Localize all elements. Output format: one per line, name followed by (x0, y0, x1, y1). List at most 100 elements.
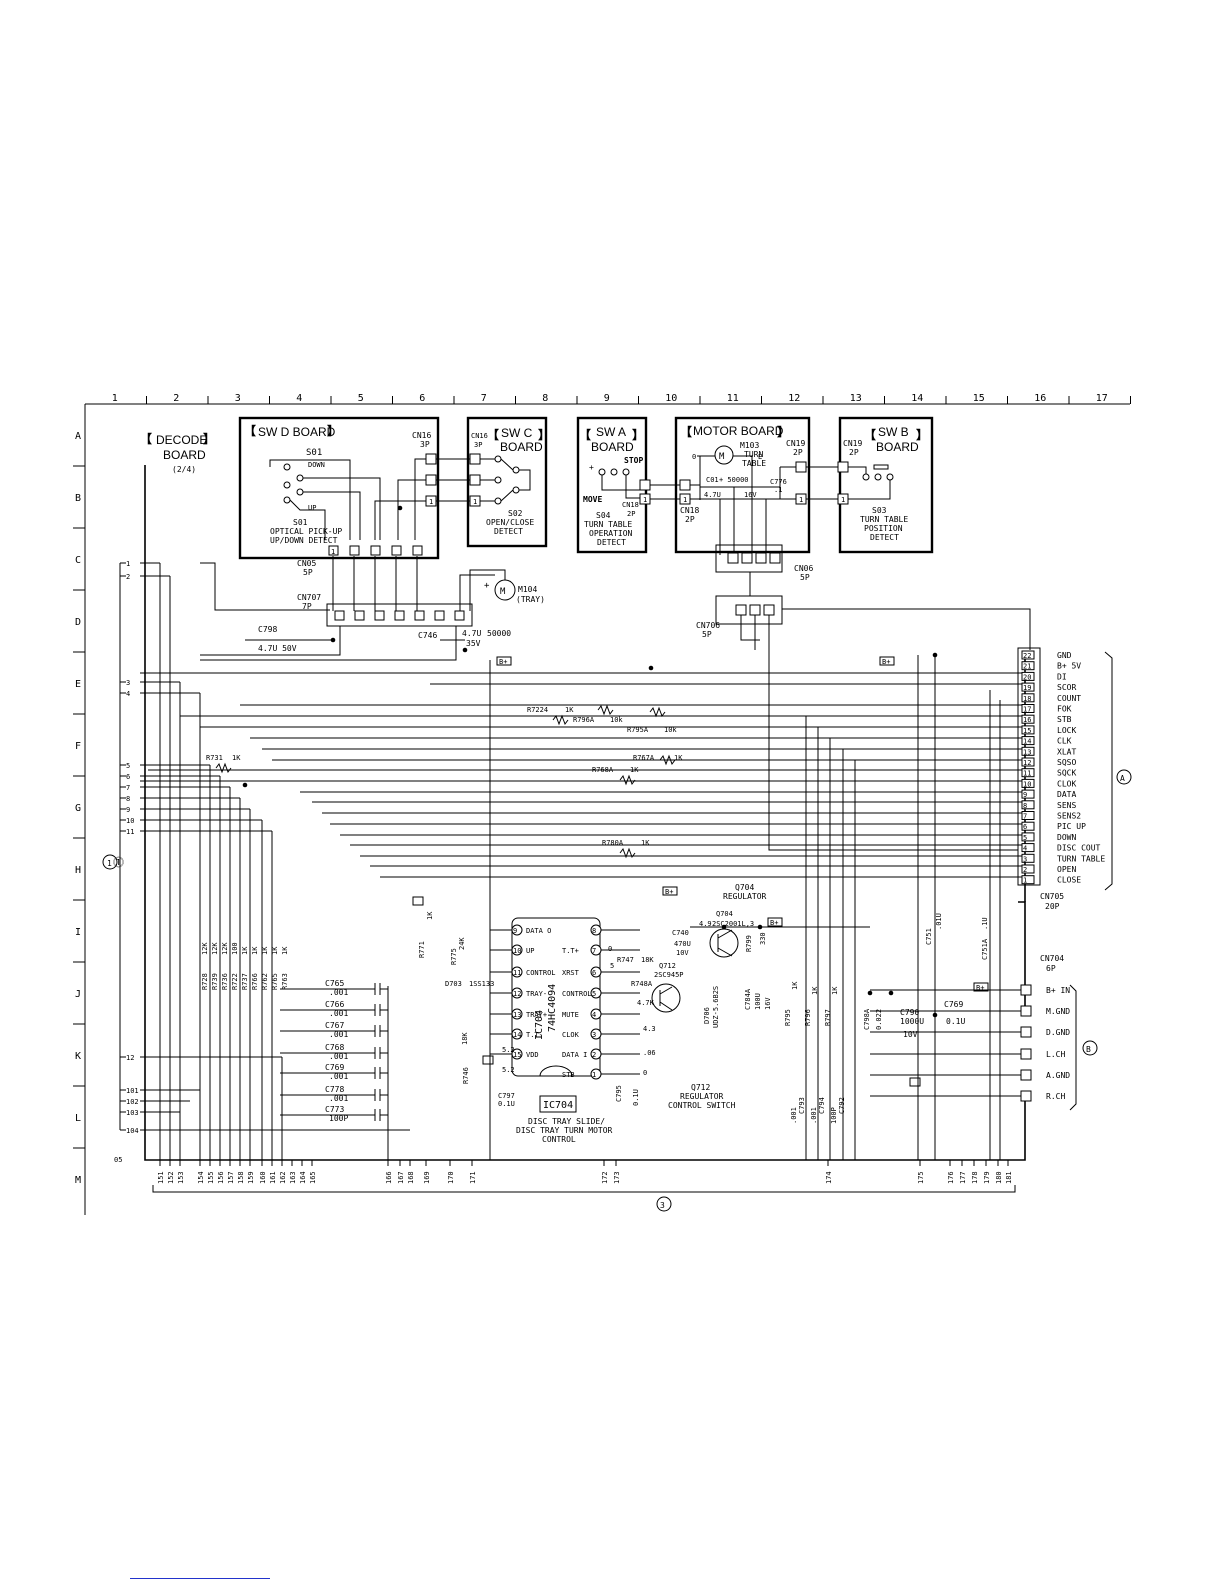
left-pin: 103 (126, 1109, 139, 1117)
bottom-pin: 172 (601, 1171, 609, 1184)
bottom-cap-value: .001 (329, 1094, 348, 1103)
svg-text:R746: R746 (462, 1067, 470, 1084)
svg-text:C751: C751 (925, 928, 933, 945)
cn705-pin-num: 13 (1023, 748, 1031, 756)
bottom-pin: 177 (959, 1171, 967, 1184)
svg-text:18K: 18K (461, 1032, 469, 1045)
bottom-cap-name: C768 (325, 1043, 344, 1052)
svg-text:⓵: ⓵ (113, 855, 124, 869)
cn705-pin-num: 9 (1023, 791, 1027, 799)
svg-text:C790: C790 (900, 1008, 919, 1017)
motor-cn18-name: CN18 (680, 506, 699, 515)
swc-desc: S02 OPEN/CLOSE DETECT (486, 509, 534, 536)
svg-text:1: 1 (643, 496, 647, 504)
swa-desc: S04 TURN TABLE OPERATION DETECT (584, 511, 633, 547)
cn705-pin-num: 1 (1023, 877, 1027, 885)
cn705-pin-num: 16 (1023, 716, 1031, 724)
swb-board: 【 SW B 】 BOARD CN19 2P 1 S03 TURN TABLE … (837, 416, 934, 554)
cn705-pin-num: 14 (1023, 738, 1031, 746)
ic704-left-pin-label: TRAY- (526, 990, 547, 998)
vertical-resistor-value: 1K (251, 946, 259, 955)
ic704-left-pin-label: TRAY+ (526, 1011, 547, 1019)
decode-board-sub: (2/4) (172, 465, 196, 474)
svg-text:CONTROL: CONTROL (542, 1135, 576, 1144)
bottom-cap-value: .001 (329, 1009, 348, 1018)
grid-col-label: 1 (112, 393, 118, 404)
svg-text:S02: S02 (508, 509, 523, 518)
cn705-pin-label: SQSO (1057, 758, 1076, 767)
bottom-cap-name: C767 (325, 1021, 344, 1030)
bottom-pin: 153 (177, 1171, 185, 1184)
swc-board-line2: BOARD (500, 440, 543, 454)
svg-text:C797: C797 (498, 1092, 515, 1100)
svg-text:1: 1 (473, 498, 477, 506)
signal-bus (140, 562, 1022, 1160)
svg-text:(TRAY): (TRAY) (516, 595, 545, 604)
cn705-pin-num: 15 (1023, 727, 1031, 735)
decode-bracket-r: 】 (203, 431, 215, 446)
svg-text:OPEN/CLOSE: OPEN/CLOSE (486, 518, 534, 527)
bottom-pin: 155 (207, 1171, 215, 1184)
bottom-cap-name: C765 (325, 979, 344, 988)
svg-text:POSITION: POSITION (864, 524, 903, 533)
swd-desc: S01 OPTICAL PICK-UP UP/DOWN DETECT (270, 518, 342, 545)
ic704-left-pin-label: VDD (526, 1051, 539, 1059)
bottom-cap-value: .001 (329, 1072, 348, 1081)
decode-board-line1: DECODE (156, 433, 207, 447)
ic704-right-pin-label: STB (562, 1071, 575, 1079)
cn705-pin-box (1021, 821, 1035, 831)
cn705-pin-label: DOWN (1057, 833, 1076, 842)
svg-text:R7224: R7224 (527, 706, 548, 714)
svg-text:R775: R775 (450, 948, 458, 965)
svg-text:】: 】 (916, 427, 928, 442)
cn705-pin-num: 12 (1023, 759, 1031, 767)
vertical-resistor-value: 1K (281, 946, 289, 955)
grid-row-label: D (75, 617, 81, 628)
bottom-pin: 166 (385, 1171, 393, 1184)
bottom-pin: 167 (397, 1171, 405, 1184)
cn705-pin-box (1021, 789, 1035, 799)
ic704-right-pin-num: 8 (592, 927, 596, 935)
svg-text:】: 】 (327, 423, 339, 438)
cn705-pin-label: GND (1057, 651, 1072, 660)
vertical-resistor-name: R737 (241, 973, 249, 990)
bottom-cap-name: C773 (325, 1105, 344, 1114)
swa-stop: STOP (624, 456, 643, 465)
vertical-resistor-name: R736 (221, 973, 229, 990)
swa-move: MOVE (583, 495, 602, 504)
bottom-pin: 175 (917, 1171, 925, 1184)
grid-col-label: 7 (481, 393, 487, 404)
svg-text:REGULATOR: REGULATOR (723, 892, 767, 901)
svg-text:TURN: TURN (744, 450, 763, 459)
svg-text:S04: S04 (596, 511, 611, 520)
left-pin: 7 (126, 784, 130, 792)
left-pin: 5 (126, 762, 130, 770)
svg-text:DETECT: DETECT (494, 527, 523, 536)
cn705-pin-label: PIC UP (1057, 822, 1086, 831)
left-group-mark: 1 (107, 859, 112, 868)
cn704-pin-box (1020, 1026, 1032, 1038)
vertical-resistor-name: R766 (251, 973, 259, 990)
bottom-pin: 162 (279, 1171, 287, 1184)
cn06-pins-label: 5P (800, 573, 810, 582)
ic704-left-pin-num: 12 (513, 990, 521, 998)
cn707-link-wire (200, 626, 457, 661)
cn705-pin-num: 6 (1023, 823, 1027, 831)
swa-board: 【 SW A 】 BOARD STOP MOVE + 1 CN18 2P S04… (576, 416, 651, 554)
svg-text:10k: 10k (664, 726, 677, 734)
left-pin: 3 (126, 679, 130, 687)
bottom-capacitor-bank: C765.001C766.001C767.001C768.001C769.001… (280, 979, 389, 1160)
svg-text:4.7U 50V: 4.7U 50V (258, 644, 297, 653)
svg-text:+ 50000: + 50000 (719, 476, 749, 484)
svg-text:DETECT: DETECT (870, 533, 899, 542)
cn705-pin-label: OPEN (1057, 865, 1076, 874)
svg-text:C793: C793 (798, 1097, 806, 1114)
svg-text:18K: 18K (641, 956, 654, 964)
cn705-pin-box (1021, 661, 1035, 671)
bottom-pin: 152 (167, 1171, 175, 1184)
svg-text:C751A: C751A (981, 938, 989, 960)
cn705-pin-num: 8 (1023, 802, 1027, 810)
cn704-name: CN704 (1040, 954, 1064, 963)
svg-text:R795: R795 (784, 1009, 792, 1026)
